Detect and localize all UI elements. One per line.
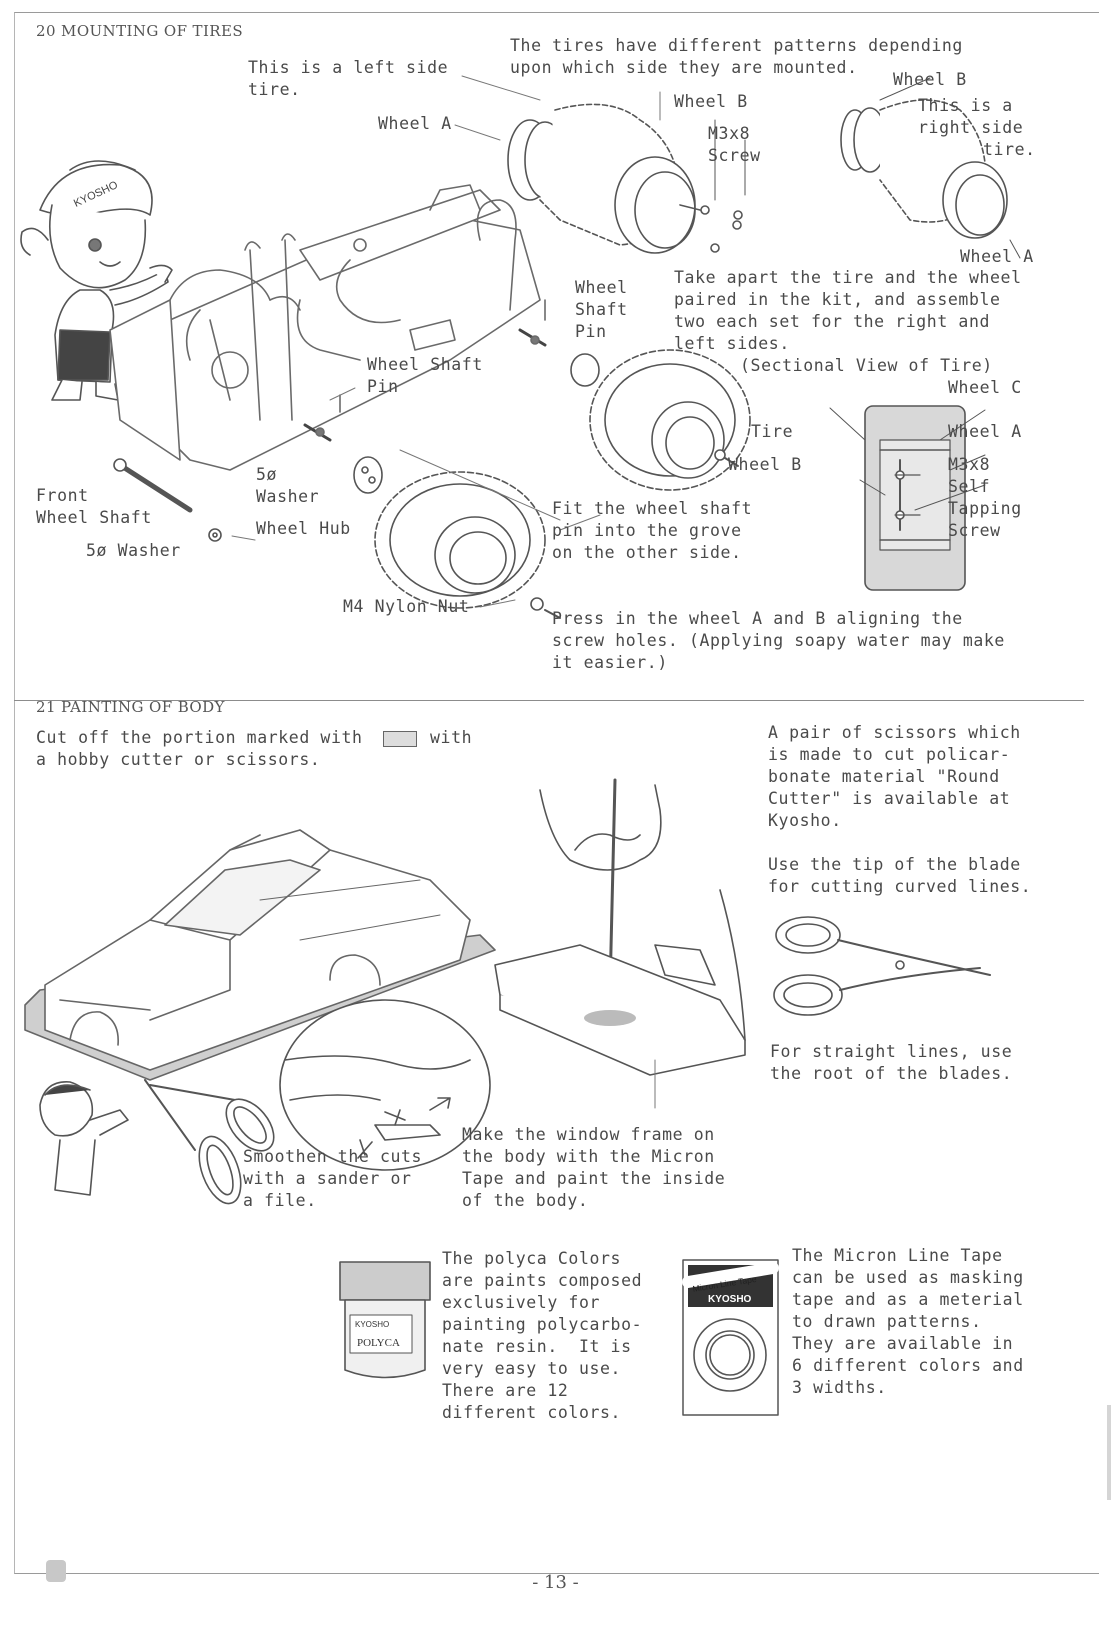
label-wheel-hub: Wheel Hub [256,519,351,538]
round-cutter-scissors-illustration [773,916,991,1016]
label-wheel-b-right-top: Wheel B [893,70,967,89]
scan-ink-mark [46,1560,66,1582]
sectional-label-tire: Tire [751,422,794,441]
scan-edge-mark [1107,1405,1111,1500]
micron-tape-box-brand: KYOSHO [708,1294,752,1305]
marked-portion-swatch [383,731,417,747]
mascot-boy-illustration: KYOSHO [20,160,173,401]
right-tire-illustration [570,349,751,491]
leader-lines [231,75,661,1109]
sectional-label-wheel-c: Wheel C [948,378,1022,397]
sectional-view-illustration [829,405,986,591]
sectional-view-title: (Sectional View of Tire) [740,356,993,375]
polyca-jar-illustration: KYOSHO POLYCA [339,1261,431,1379]
micron-tape-box-illustration: Micron Line Tape KYOSHO [682,1259,779,1416]
polyca-jar-brand: KYOSHO [355,1320,389,1329]
section-divider [14,700,1084,701]
page-number: - 13 - [532,1572,579,1593]
label-wheel-a-left: Wheel A [378,114,452,133]
tire-wheel-assembly-illustration [507,103,746,254]
sectional-label-wheel-b: Wheel B [728,455,802,474]
scissors-illustration [144,1079,275,1205]
small-mascot-illustration [39,1081,129,1196]
label-m4-nylon-nut: M4 Nylon Nut [343,597,470,616]
truck-body-illustration [24,829,496,1081]
label-wheel-a-right: Wheel A [960,247,1034,266]
label-washer-5-bottom: 5ø Washer [86,541,181,560]
section21-title: 21 PAINTING OF BODY [36,698,225,716]
section20-title: 20 MOUNTING OF TIRES [36,22,244,40]
hand-painting-illustration [494,778,746,1076]
cut-detail-magnifier-illustration [279,999,491,1171]
front-wheel-shaft-illustration [113,458,222,542]
page-frame [14,12,1099,1574]
left-tire-illustration [353,456,561,619]
sectional-label-wheel-a: Wheel A [948,422,1022,441]
polyca-jar-name: POLYCA [357,1337,400,1349]
right-tire-assembly-illustration [840,77,1021,259]
label-wheel-b-top: Wheel B [674,92,748,111]
chassis-illustration [109,184,547,471]
